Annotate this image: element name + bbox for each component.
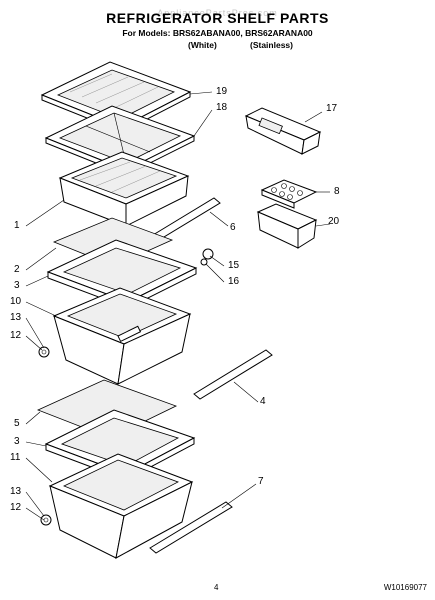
callout-12-upper: 12 [10,330,22,341]
part-1-upper-drawer [58,151,190,227]
part-8-egg-tray [260,179,318,209]
part-17-door-bin [244,107,322,155]
callout-2: 2 [14,264,20,275]
variant-white-label: (White) [188,40,217,50]
callout-16: 16 [228,276,240,287]
callout-13-lower: 13 [10,486,22,497]
callout-5: 5 [14,418,20,429]
callout-3-upper: 3 [14,280,20,291]
models-line: For Models: BRS62ABANA00, BRS62ARANA00 [122,28,313,38]
part-20-small-bin [256,203,318,249]
callout-13-upper: 13 [10,312,22,323]
variant-stainless-label: (Stainless) [250,40,293,50]
callout-11: 11 [10,452,21,463]
document-number: W10169077 [383,583,427,592]
callout-10: 10 [10,296,22,307]
callout-3-lower: 3 [14,436,20,447]
callout-17: 17 [326,103,338,114]
callout-19: 19 [216,86,228,97]
part-11-bottom-drawer [48,453,194,559]
callout-1: 1 [14,220,20,231]
leader-lines [25,91,331,521]
callout-6: 6 [230,222,236,233]
callout-7: 7 [258,476,264,487]
callout-18: 18 [216,102,228,113]
watermark: AppliancePartsPros.com [157,8,278,18]
callout-15: 15 [228,260,240,271]
part-13-12-lower-wheel [40,514,52,526]
part-7-rail [149,501,233,554]
part-10-lower-drawer [52,287,192,385]
callout-8: 8 [334,186,340,197]
part-4-rail [193,349,273,400]
callout-4: 4 [260,396,266,407]
page-number: 4 [214,583,219,592]
callout-12-lower: 12 [10,502,22,513]
diagram-title: REFRIGERATOR SHELF PARTS [106,10,329,26]
callout-20: 20 [328,216,340,227]
